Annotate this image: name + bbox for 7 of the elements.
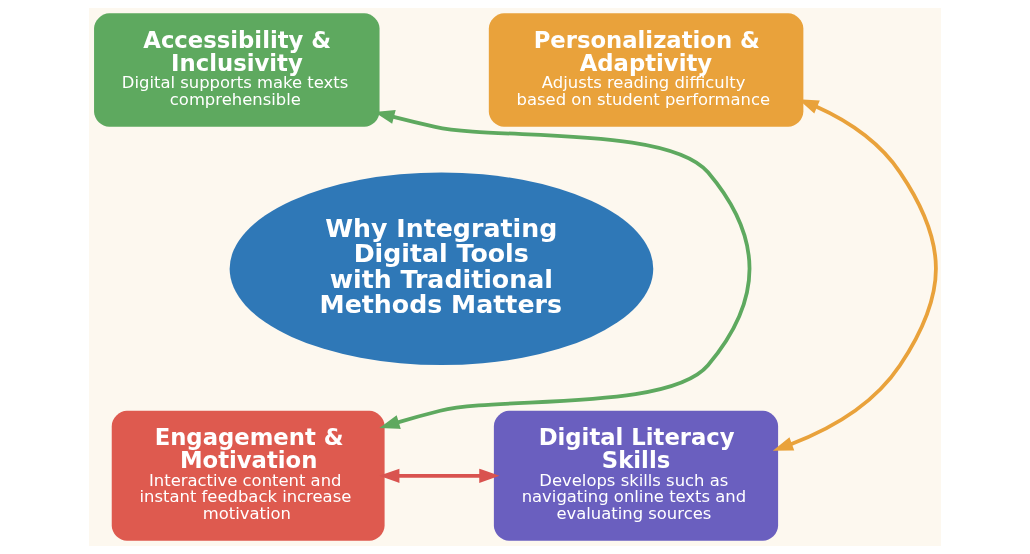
node-box: Accessibility & Inclusivity Digital supports make texts comprehensible xyxy=(94,13,380,127)
node-box: Personalization & Adaptivity Adjusts reading difficulty based on student performance xyxy=(488,13,804,127)
node-ellipse: Why Integrating Digital Tools with Traditional Methods Matters xyxy=(229,172,654,366)
node-box: Digital Literacy Skills Develops skills such as navigating online texts and evaluating sources xyxy=(493,410,779,541)
node-box: Engagement & Motivation Interactive content and instant feedback increase motivation xyxy=(111,410,385,541)
arrow xyxy=(379,468,500,483)
arrow xyxy=(772,99,938,451)
